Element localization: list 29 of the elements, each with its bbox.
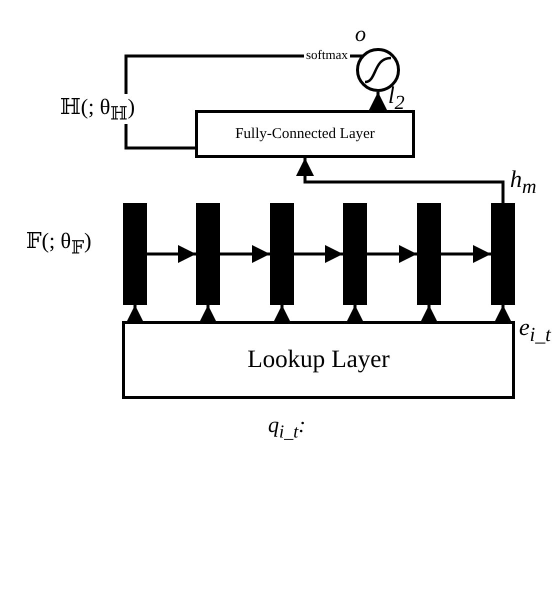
edge-label: h$_{m}$ [510,168,536,197]
hidden-state-bar [123,203,147,305]
edge-label: e$_{i_t}$ [519,316,551,345]
arrow [346,305,364,323]
hidden-state-bar [270,203,294,305]
hidden-state-bar [343,203,367,305]
hidden-state-bar [417,203,441,305]
edge-label: l$_{2}$ [388,84,405,113]
arrow [441,245,491,263]
layer-label: Lookup Layer [247,346,390,374]
hidden-state-bar [196,203,220,305]
arrow [147,245,196,263]
edge-label: softmax [304,48,350,61]
arrow [296,158,504,203]
layer-box [195,110,415,158]
layer-box [122,321,515,399]
arrow [369,92,387,110]
layer-label: Fully-Connected Layer [235,126,375,142]
arrow [220,245,270,263]
arrow [420,305,438,323]
function-label: ℍ(; θ$_{ℍ}$) [60,94,135,124]
arrow [494,305,512,323]
arrow [199,305,217,323]
arrow [273,305,291,323]
arrow [126,305,144,323]
arrow [367,245,417,263]
arrow [294,245,343,263]
output-label: o [355,21,366,47]
hidden-state-bar [491,203,515,305]
